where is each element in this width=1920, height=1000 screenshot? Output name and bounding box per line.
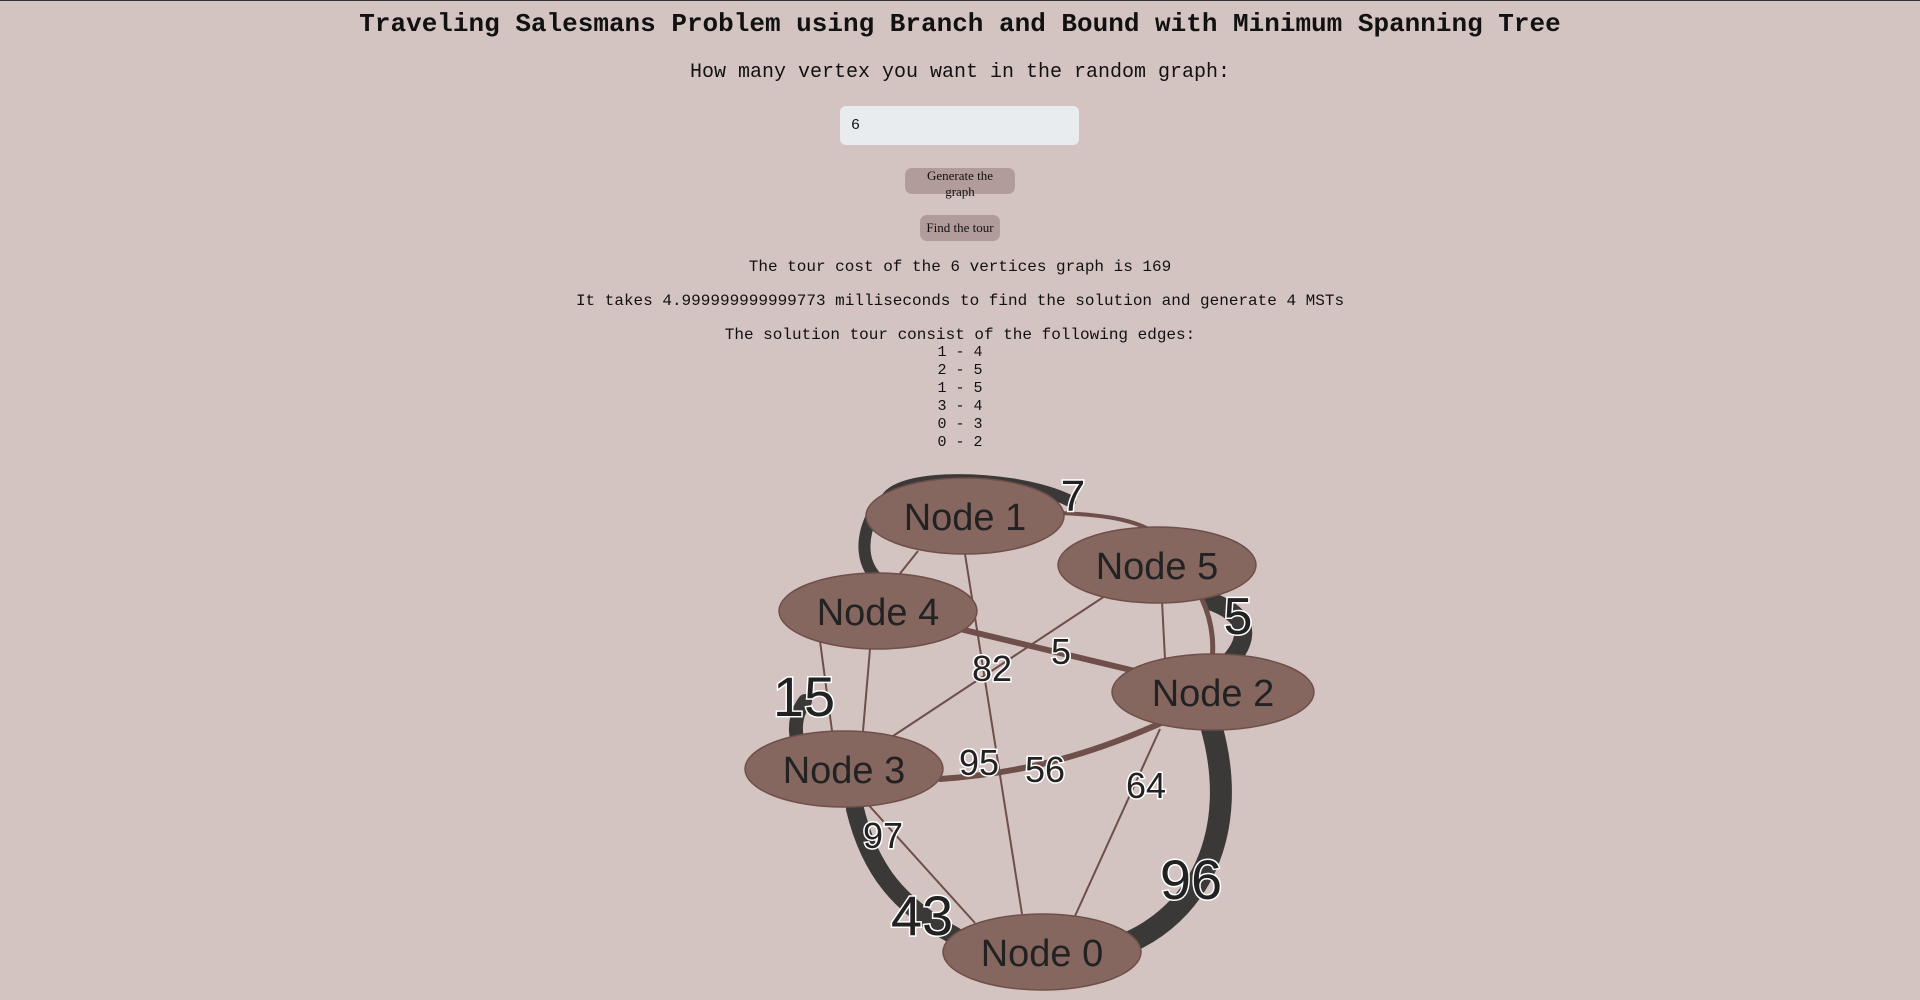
edge-weight-label: 64 [1126,765,1166,806]
edge-5-2b [1161,600,1166,660]
edge-weight-label: 56 [1025,749,1065,790]
node-2[interactable]: Node 2 [1111,653,1315,731]
node-3-label: Node 3 [783,750,906,792]
edge-weight-label: 43 [891,884,953,947]
tour-edge-0-2 [1109,718,1232,957]
edge-2-0 [1074,728,1161,917]
timing-text: It takes 4.999999999999773 milliseconds … [575,292,1345,310]
node-4-label: Node 4 [817,592,940,634]
solution-edge-item: 0 - 3 [937,416,983,433]
solution-edge-list: 1 - 4 2 - 5 1 - 5 3 - 4 0 - 3 0 - 2 [0,344,1920,452]
node-0-label: Node 0 [981,933,1104,975]
edge-4-3 [862,648,871,732]
tour-cost-text: The tour cost of the 6 vertices graph is… [748,258,1172,276]
edge-weight-label: 96 [1160,848,1222,911]
edge-weight-label: 82 [972,648,1012,689]
edge-4-3b [819,640,833,732]
solution-edge-item: 0 - 2 [937,434,983,451]
edge-weight-label: 5 [1224,588,1253,646]
solution-edge-item: 3 - 4 [937,398,983,415]
solution-edge-item: 1 - 5 [937,380,983,397]
node-5[interactable]: Node 5 [1057,526,1257,604]
edge-4-2 [957,626,1138,674]
edge-1-4 [897,550,919,577]
solution-edge-item: 1 - 4 [937,344,983,361]
node-3[interactable]: Node 3 [744,730,944,808]
edge-weight-label: 97 [863,815,903,856]
node-2-label: Node 2 [1152,673,1275,715]
edge-weight-label: 95 [959,742,999,783]
generate-graph-button[interactable]: Generate the graph [905,168,1015,199]
edge-weight-label: 15 [773,665,835,728]
tour-edge-0-3 [846,800,964,945]
edge-3-2 [937,716,1173,782]
node-5-label: Node 5 [1096,546,1219,588]
graph-nodes: Node 1 Node 5 Node 4 Node 2 Node 3 Node … [744,477,1315,991]
edge-weight-labels: 7 5 5 15 82 95 56 64 97 43 96 [771,471,1254,949]
edge-3-0 [864,800,976,924]
solution-edges-heading: The solution tour consist of the followi… [724,326,1196,344]
page-title: Traveling Salesmans Problem using Branch… [359,9,1561,39]
node-1-label: Node 1 [904,497,1027,539]
edge-weight-label: 5 [1051,631,1071,672]
edge-5-3 [889,595,1106,739]
node-1[interactable]: Node 1 [865,477,1065,555]
vertex-count-input[interactable] [840,106,1079,145]
edge-weight-label: 7 [1061,472,1085,521]
solution-edge-item: 2 - 5 [937,362,983,379]
node-4[interactable]: Node 4 [778,572,978,650]
find-tour-button[interactable]: Find the tour [920,215,1000,241]
vertex-count-prompt: How many vertex you want in the random g… [689,61,1231,84]
node-0[interactable]: Node 0 [942,913,1142,991]
